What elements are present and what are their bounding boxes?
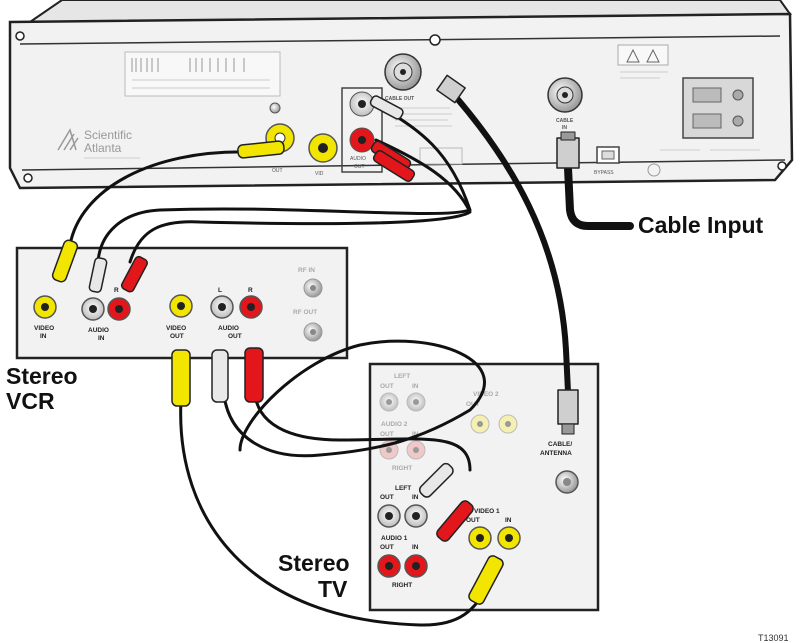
- vcr-rf-connectors: RF IN RF OUT: [293, 267, 323, 342]
- vcr-audio-out-label1: AUDIO: [218, 325, 239, 332]
- tv-video1-out-label: OUT: [466, 517, 480, 524]
- tv-audio2-left-label: LEFT: [394, 373, 410, 380]
- settop-cable-out: CABLE OUT: [384, 53, 422, 102]
- brand-logo: Scientific Atlanta: [57, 128, 140, 159]
- stereo-vcr-label-line2: VCR: [6, 388, 55, 414]
- cable-input-label: Cable Input: [638, 212, 764, 238]
- tv-video1-in-label: IN: [505, 517, 512, 524]
- tv-audio1-left-label: LEFT: [395, 485, 411, 492]
- serial-label: [124, 51, 281, 97]
- settop-cable-in-label2: IN: [562, 125, 567, 131]
- tv-cable-antenna: CABLE/ ANTENNA: [540, 441, 579, 494]
- vcr-audio-out-l: L: [218, 287, 222, 294]
- coax-cable-input: [556, 131, 634, 230]
- figure-id: T13091: [758, 633, 789, 643]
- tv-video2-group: VIDEO 2 OUT: [466, 391, 518, 434]
- stereo-vcr-panel: VIDEO IN L R AUDIO IN VIDEO OUT L R: [15, 246, 349, 360]
- tv-cable-antenna-label2: ANTENNA: [540, 450, 572, 457]
- stereo-tv-label-line2: TV: [318, 576, 348, 602]
- video-cable-vcr-to-tv: [171, 349, 504, 627]
- brand-name-line1: Scientific: [84, 128, 132, 142]
- video-cable-settop-to-vcr: [51, 140, 285, 283]
- vcr-audio-out-jacks: L R AUDIO OUT: [210, 287, 263, 340]
- vcr-video-out-label1: VIDEO: [166, 325, 186, 332]
- tv-audio2-in2-label: IN: [412, 431, 419, 438]
- labels: Cable Input Stereo VCR Stereo TV T13091: [6, 212, 789, 643]
- audio-cable-settop-to-vcr: [88, 95, 472, 293]
- brand-name-line2: Atlanta: [84, 141, 122, 155]
- power-module: [660, 77, 760, 151]
- audio-cable-vcr-to-tv: [211, 339, 486, 542]
- coax-settop-to-tv: [436, 74, 579, 435]
- vcr-video-out-jack: VIDEO OUT: [166, 294, 193, 340]
- tv-audio2-in-label: IN: [412, 383, 419, 390]
- vcr-rf-in-label: RF IN: [298, 267, 315, 274]
- tv-video2-out-label: OUT: [466, 401, 480, 408]
- tv-cable-antenna-label1: CABLE/: [548, 441, 572, 448]
- settop-vid-label: VID: [315, 171, 324, 177]
- tv-audio2-label: AUDIO 2: [381, 421, 408, 428]
- vcr-video-in-label1: VIDEO: [34, 325, 54, 332]
- tv-audio1-group: LEFT OUT IN AUDIO 1 OUT IN RIGHT: [377, 485, 428, 589]
- settop-cable-out-label: CABLE OUT: [385, 96, 414, 102]
- tv-video2-label: VIDEO 2: [473, 391, 499, 398]
- vcr-audio-in-r: R: [114, 287, 119, 294]
- vcr-video-in-jack: VIDEO IN: [33, 295, 57, 340]
- tv-audio1-in2-label: IN: [412, 544, 419, 551]
- vcr-audio-in-jacks: L R AUDIO IN: [81, 287, 131, 342]
- tv-audio2-group: LEFT OUT IN AUDIO 2 OUT IN RIGHT: [379, 373, 426, 472]
- vcr-audio-in-label1: AUDIO: [88, 327, 109, 334]
- stereo-tv-label-line1: Stereo: [278, 550, 350, 576]
- tv-video1-label: VIDEO 1: [474, 508, 500, 515]
- vcr-video-out-label2: OUT: [170, 333, 184, 340]
- tv-audio1-out-label: OUT: [380, 494, 394, 501]
- vcr-audio-out-label2: OUT: [228, 333, 242, 340]
- vcr-video-in-label2: IN: [40, 333, 47, 340]
- cables: [51, 74, 634, 627]
- tv-audio2-right-label: RIGHT: [392, 465, 412, 472]
- settop-cable-in-label1: CABLE: [556, 118, 574, 124]
- tv-audio2-out-label: OUT: [380, 383, 394, 390]
- settop-cable-in: CABLE IN: [547, 77, 583, 131]
- settop-audio-out: AUDIO OUT: [341, 87, 383, 173]
- tv-audio1-label: AUDIO 1: [381, 535, 408, 542]
- settop-bypass-port: BYPASS: [594, 146, 620, 176]
- tv-audio1-out2-label: OUT: [380, 544, 394, 551]
- tv-audio2-out2-label: OUT: [380, 431, 394, 438]
- tv-audio1-in-label: IN: [412, 494, 419, 501]
- vcr-audio-out-r: R: [248, 287, 253, 294]
- settop-out-label: OUT: [272, 168, 283, 174]
- tv-audio1-right-label: RIGHT: [392, 582, 412, 589]
- settop-vid-jack: VID: [308, 133, 338, 177]
- vcr-rf-out-label: RF OUT: [293, 309, 317, 316]
- tv-video1-group: VIDEO 1 OUT IN: [466, 508, 521, 550]
- settop-audio-out-label: OUT: [354, 164, 365, 170]
- vcr-audio-in-label2: IN: [98, 335, 105, 342]
- set-top-box: Scientific Atlanta OUT VID AUDIO OUT: [8, 0, 794, 190]
- settop-audio-label: AUDIO: [350, 156, 366, 162]
- settop-bypass-label: BYPASS: [594, 170, 614, 176]
- stereo-vcr-label-line1: Stereo: [6, 363, 78, 389]
